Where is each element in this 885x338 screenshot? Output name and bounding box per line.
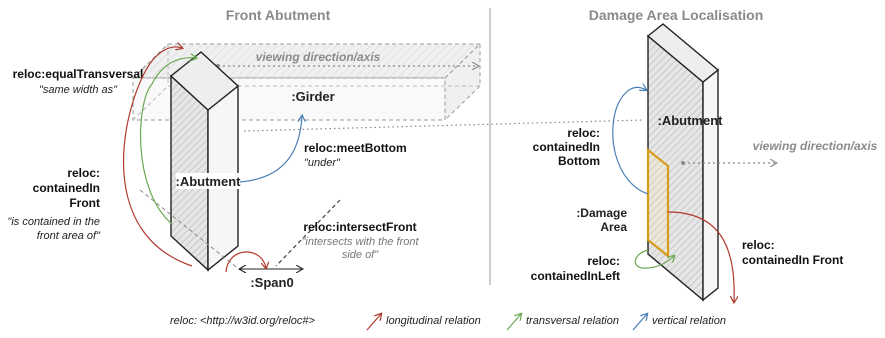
legend-longitudinal-label: longitudinal relation bbox=[386, 315, 481, 327]
abutment-label-bg bbox=[176, 173, 268, 189]
panel-title-damage-area: Damage Area Localisation bbox=[589, 7, 764, 23]
girder-label: :Girder bbox=[291, 89, 334, 104]
contained-left-name-1: reloc: bbox=[587, 254, 620, 268]
legend-transversal-label: transversal relation bbox=[526, 315, 619, 327]
contained-bottom-name-3: Bottom bbox=[558, 154, 600, 168]
meet-bottom-desc: "under" bbox=[304, 157, 341, 169]
contained-front-desc-1: "is contained in the bbox=[7, 216, 100, 228]
contained-bottom-name-2: containedIn bbox=[533, 140, 600, 154]
equal-transversal-desc: "same width as" bbox=[39, 84, 118, 96]
contained-front-name-1: reloc: bbox=[67, 166, 100, 180]
damage-label-2: Area bbox=[600, 220, 627, 234]
viewing-axis-label: viewing direction/axis bbox=[256, 50, 381, 64]
contained-front-name-3: Front bbox=[69, 196, 100, 210]
equal-transversal-name: reloc:equalTransversal bbox=[13, 67, 144, 81]
legend-transversal-arrow bbox=[506, 314, 521, 331]
legend-namespace: reloc: <http://w3id.org/reloc#> bbox=[170, 315, 315, 327]
right-contained-front-name-1: reloc: bbox=[742, 238, 775, 252]
contained-bottom-name-1: reloc: bbox=[567, 126, 600, 140]
left-abutment-label: :Abutment bbox=[176, 174, 242, 189]
contained-left-name-2: containedInLeft bbox=[531, 269, 620, 283]
contained-front-desc-2: front area of" bbox=[37, 230, 101, 242]
meet-bottom-arrow bbox=[239, 116, 302, 183]
intersect-front-arrow bbox=[225, 251, 266, 273]
intersect-front-name: reloc:intersectFront bbox=[303, 220, 416, 234]
equal-transversal-arrow bbox=[140, 58, 196, 225]
legend: reloc: <http://w3id.org/reloc#> longitud… bbox=[170, 314, 726, 331]
damage-label-1: :Damage bbox=[576, 206, 627, 220]
legend-vertical-label: vertical relation bbox=[652, 315, 726, 327]
legend-longitudinal-arrow bbox=[366, 314, 381, 331]
contained-in-left-arrow bbox=[634, 249, 674, 269]
contained-in-bottom-arrow bbox=[612, 87, 649, 195]
intersect-front-desc-2: side of" bbox=[342, 249, 379, 261]
right-contained-in-front-arrow bbox=[667, 211, 734, 302]
contained-front-name-2: containedIn bbox=[33, 181, 100, 195]
span-edge-left bbox=[139, 189, 241, 271]
panel-title-front-abutment: Front Abutment bbox=[226, 7, 331, 23]
span-edge-right bbox=[275, 199, 341, 267]
right-abutment-block bbox=[646, 23, 720, 302]
intersect-front-desc-1: "intersects with the front bbox=[301, 236, 419, 248]
right-viewing-axis-label: viewing direction/axis bbox=[753, 139, 878, 153]
panel-connector-dotted bbox=[243, 119, 645, 132]
right-abutment-label: :Abutment bbox=[658, 113, 724, 128]
meet-bottom-name: reloc:meetBottom bbox=[304, 141, 407, 155]
span-label: :Span0 bbox=[250, 275, 293, 290]
legend-vertical-arrow bbox=[632, 314, 647, 331]
left-abutment-block bbox=[169, 51, 240, 272]
damage-area-shape bbox=[646, 147, 670, 259]
contained-in-front-arrow bbox=[123, 47, 193, 267]
right-contained-front-name-2: containedIn Front bbox=[742, 253, 843, 267]
